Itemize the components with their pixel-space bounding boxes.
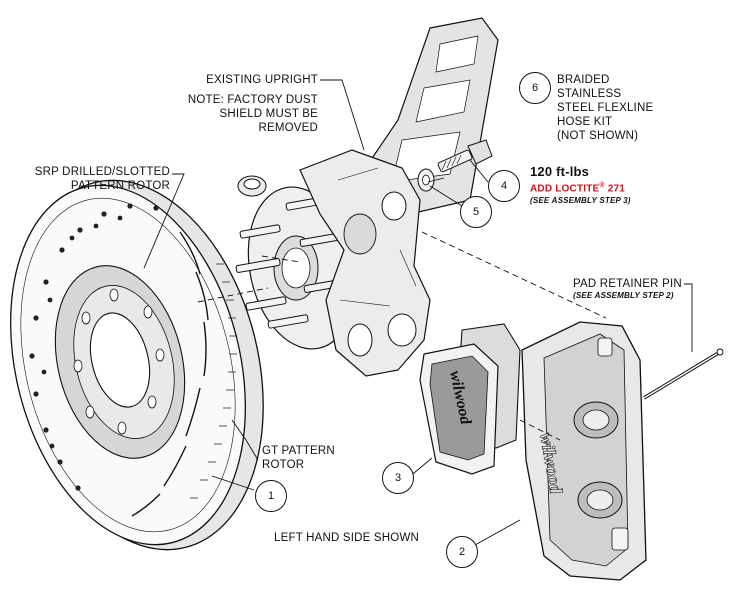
hose-kit-line2: STAINLESS <box>557 88 622 100</box>
rotor-center-bore <box>89 312 151 408</box>
callout-1: 1 <box>255 480 287 512</box>
callout-4: 4 <box>488 170 520 202</box>
mounting-bolt <box>437 139 493 173</box>
loctite-note: ADD LOCTITE® 271 <box>530 179 631 196</box>
hose-kit-line3: STEEL FLEXLINE <box>557 102 654 114</box>
caliper: wilwood <box>521 321 647 581</box>
washer <box>417 168 435 192</box>
hose-kit-line5: (NOT SHOWN) <box>557 130 639 142</box>
rotor-vent-ring <box>20 197 236 533</box>
upright-note-line1: NOTE: FACTORY DUST <box>187 94 318 106</box>
hose-kit-label: BRAIDED STAINLESS STEEL FLEXLINE HOSE KI… <box>557 73 653 143</box>
wheel-studs <box>235 196 349 329</box>
upright-note-line2: SHIELD MUST BE <box>219 108 318 120</box>
gt-rotor-label: GT PATTERN ROTOR <box>262 444 335 472</box>
callout-2: 2 <box>446 536 478 568</box>
upright-label-line1: EXISTING UPRIGHT <box>206 74 318 86</box>
hose-kit-line1: BRAIDED <box>557 74 610 86</box>
rotor-vane-ticks <box>190 263 237 499</box>
torque-value: 120 ft-lbs <box>530 164 590 179</box>
upright-label: EXISTING UPRIGHT NOTE: FACTORY DUST SHIE… <box>168 73 318 135</box>
loctite-registered: ® <box>599 182 605 189</box>
pad-retainer-pin <box>643 348 724 400</box>
pad-retainer-pin-text: PAD RETAINER PIN <box>573 277 684 291</box>
loctite-text: ADD LOCTITE <box>530 183 600 195</box>
rotor-slots <box>131 231 209 517</box>
brake-pads: wilwood <box>419 323 521 475</box>
torque-spec: 120 ft-lbs ADD LOCTITE® 271 (SEE ASSEMBL… <box>530 165 631 206</box>
abs-sensor <box>237 175 267 197</box>
upright-note-line3: REMOVED <box>258 122 318 134</box>
gt-rotor-label-line1: GT PATTERN <box>262 445 335 457</box>
callout-6: 6 <box>519 72 551 104</box>
loctite-number: 271 <box>604 183 626 195</box>
gt-rotor-label-line2: ROTOR <box>262 459 305 471</box>
srp-rotor-label-line1: SRP DRILLED/SLOTTED <box>34 166 170 178</box>
assembly-lines <box>197 231 607 441</box>
rotor-lug-holes <box>73 288 165 435</box>
callout-3: 3 <box>382 462 414 494</box>
side-note: LEFT HAND SIDE SHOWN <box>274 532 419 544</box>
upright <box>299 17 499 377</box>
srp-rotor-label-line2: PATTERN ROTOR <box>70 180 170 192</box>
srp-rotor-label: SRP DRILLED/SLOTTED PATTERN ROTOR <box>20 165 170 193</box>
assembly-step-3-note: (SEE ASSEMBLY STEP 3) <box>530 196 631 206</box>
callout-5: 5 <box>460 196 492 228</box>
rotor <box>10 179 264 551</box>
hose-kit-line4: HOSE KIT <box>557 116 613 128</box>
assembly-step-2-note: (SEE ASSEMBLY STEP 2) <box>573 291 674 300</box>
pad-retainer-pin-label: PAD RETAINER PIN (SEE ASSEMBLY STEP 2) <box>573 277 684 301</box>
rotor-drill-holes <box>29 203 159 491</box>
